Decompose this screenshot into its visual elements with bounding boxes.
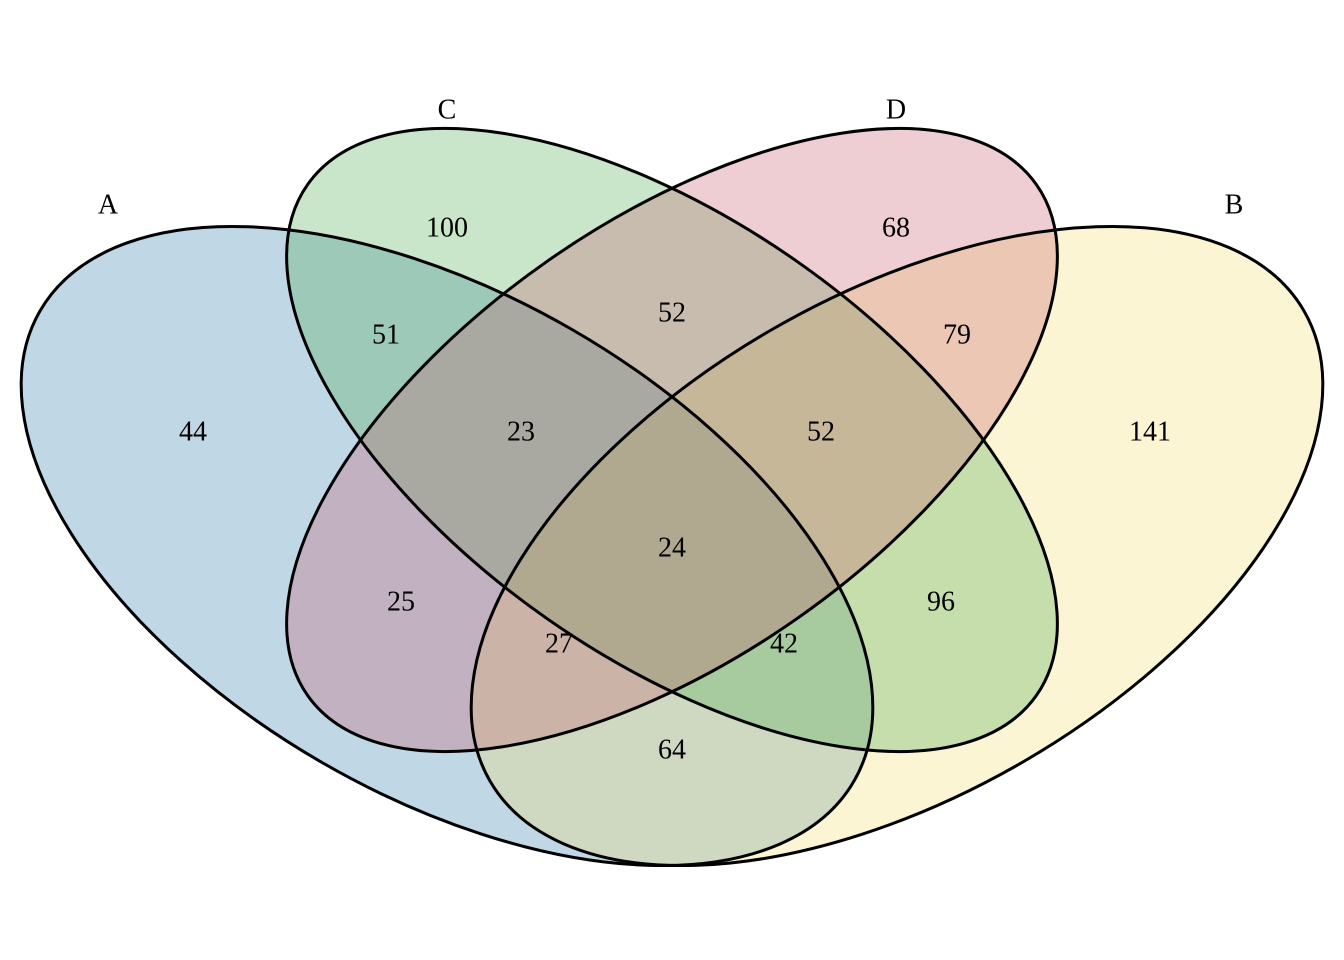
region-counts: 44 141 100 68 51 52 79 23 52 24 25 96 27… <box>179 213 1171 766</box>
set-d-outline <box>285 126 1059 754</box>
set-b-fill <box>471 226 1323 866</box>
set-labels: A B C D <box>98 95 1243 221</box>
set-c-outline <box>285 126 1059 754</box>
count-c: 100 <box>426 213 468 244</box>
count-b-c-d: 52 <box>807 417 835 448</box>
count-a-d: 25 <box>387 587 415 618</box>
count-a-c-d: 23 <box>507 417 535 448</box>
count-d: 68 <box>882 213 910 244</box>
set-label-d: D <box>886 95 906 126</box>
count-b: 141 <box>1129 417 1171 448</box>
count-c-d: 52 <box>658 298 686 329</box>
set-outlines <box>19 126 1325 868</box>
set-fills <box>21 128 1323 866</box>
set-a-outline <box>19 224 875 868</box>
count-a-c: 51 <box>372 320 400 351</box>
count-a: 44 <box>179 417 207 448</box>
count-a-b-c: 42 <box>770 629 798 660</box>
count-b-c: 96 <box>927 587 955 618</box>
set-a-fill <box>21 226 873 866</box>
set-b-outline <box>469 224 1325 868</box>
count-a-b-c-d: 24 <box>658 533 686 564</box>
count-b-d: 79 <box>943 320 971 351</box>
count-a-b: 64 <box>658 735 686 766</box>
set-label-c: C <box>438 95 457 126</box>
count-a-b-d: 27 <box>545 629 573 660</box>
set-label-b: B <box>1225 190 1244 221</box>
set-label-a: A <box>98 190 119 221</box>
